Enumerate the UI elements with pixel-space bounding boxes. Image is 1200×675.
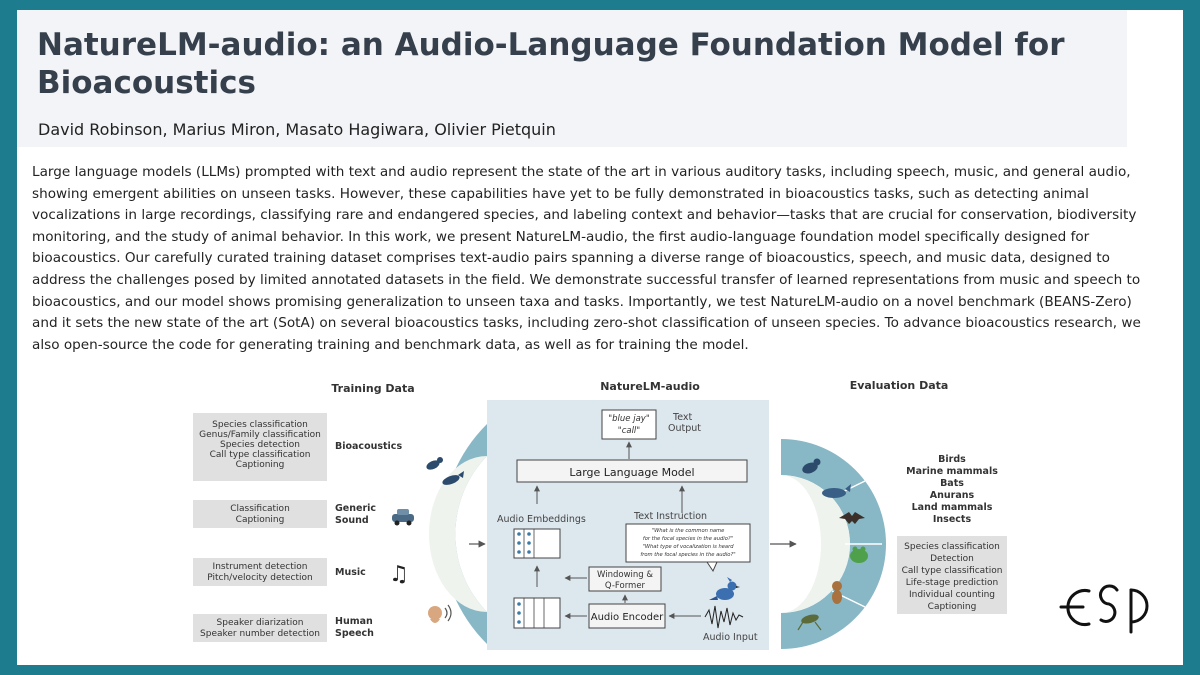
- music-note-icon: ♫: [389, 562, 409, 587]
- evaluation-heading: Evaluation Data: [850, 379, 949, 392]
- text-output-label: Output: [668, 423, 701, 434]
- slide-card: NatureLM-audio: an Audio-Language Founda…: [17, 10, 1183, 665]
- training-category-label: Sound: [335, 515, 369, 526]
- training-bio-task-box: [193, 413, 327, 481]
- eval-task-text: Detection: [930, 554, 974, 564]
- windowing-box: [588, 566, 662, 592]
- training-task-text: Species detection: [220, 440, 300, 450]
- windowing-label: Windowing &: [597, 570, 653, 580]
- eval-taxon: Bats: [940, 478, 964, 489]
- training-category-label: Human: [335, 616, 373, 627]
- instruction-quote: for the focal species in the audio?": [643, 536, 733, 542]
- eval-taxon: Insects: [933, 514, 972, 525]
- output-bubble: [601, 409, 657, 440]
- grasshopper-icon: [797, 614, 822, 631]
- eval-task-text: Captioning: [928, 602, 977, 612]
- paper-title: NatureLM-audio: an Audio-Language Founda…: [37, 27, 1065, 101]
- eval-taxon: Land mammals: [912, 502, 993, 513]
- esp-logo-icon: [1059, 584, 1149, 634]
- eval-task-text: Life-stage prediction: [906, 578, 998, 588]
- training-task-text: Genus/Family classification: [199, 430, 321, 440]
- training-ring-hub: [429, 456, 487, 612]
- bird-and-whale-icon: [426, 457, 464, 485]
- training-task-text: Captioning: [236, 515, 285, 525]
- training-speech-task-box: [193, 614, 327, 642]
- llm-box: [516, 459, 748, 483]
- training-task-text: Classification: [230, 504, 290, 514]
- audio-input-label: Audio Input: [703, 632, 758, 643]
- svg-text:♫: ♫: [389, 562, 409, 587]
- training-task-text: Captioning: [236, 460, 285, 470]
- eval-taxon: Marine mammals: [906, 466, 998, 477]
- audio-embeddings-block: [513, 528, 561, 559]
- evaluation-ring: [781, 439, 886, 649]
- bat-icon: [839, 512, 865, 524]
- instruction-quote: from the focal species in the audio?": [640, 552, 735, 558]
- car-icon: [392, 509, 414, 526]
- instruction-quote: "What type of vocalization is heard: [642, 544, 734, 550]
- training-task-text: Speaker diarization: [217, 618, 304, 628]
- text-output-label: Text: [672, 412, 692, 423]
- training-category-label: Bioacoustics: [335, 441, 402, 452]
- eval-task-box: [897, 536, 1007, 614]
- training-category-label: Music: [335, 567, 366, 578]
- llm-label: Large Language Model: [569, 466, 694, 479]
- speaking-head-icon: [428, 604, 452, 623]
- bird-icon: [802, 458, 821, 474]
- blue-jay-icon: [709, 577, 740, 600]
- training-music-task-box: [193, 558, 327, 586]
- output-quote: "call": [618, 426, 641, 436]
- training-sound-task-box: [193, 500, 327, 528]
- architecture-figure: Training Data Species classification Gen…: [193, 379, 1149, 650]
- audio-encoder-label: Audio Encoder: [591, 612, 664, 623]
- model-heading: NatureLM-audio: [600, 380, 700, 393]
- output-quote: "blue jay": [608, 414, 650, 424]
- monkey-icon: [832, 581, 842, 604]
- instruction-bubble: [625, 523, 751, 563]
- whale-icon: [822, 484, 851, 498]
- training-category-label: Speech: [335, 628, 374, 639]
- windowing-label: Q-Former: [605, 581, 646, 591]
- title-band: [17, 10, 1127, 147]
- text-instruction-label: Text Instruction: [633, 511, 707, 522]
- eval-task-text: Species classification: [904, 542, 1000, 552]
- paper-abstract: Large language models (LLMs) prompted wi…: [32, 164, 1141, 353]
- training-heading: Training Data: [331, 382, 414, 395]
- instruction-quote: "What is the common name: [652, 528, 725, 534]
- frog-icon: [850, 546, 868, 563]
- training-category-label: Generic: [335, 503, 376, 514]
- training-task-text: Call type classification: [210, 450, 311, 460]
- audio-embeddings-label: Audio Embeddings: [497, 514, 586, 525]
- evaluation-ring-hub: [781, 475, 850, 613]
- audio-encoder-box: [588, 603, 666, 629]
- eval-taxon: Birds: [938, 454, 966, 465]
- training-task-text: Instrument detection: [213, 562, 308, 572]
- training-task-text: Speaker number detection: [200, 629, 320, 639]
- eval-task-text: Call type classification: [902, 566, 1003, 576]
- training-task-text: Species classification: [212, 420, 308, 430]
- waveform-icon: [704, 605, 744, 629]
- training-task-text: Pitch/velocity detection: [207, 573, 312, 583]
- paper-authors: David Robinson, Marius Miron, Masato Hag…: [38, 120, 556, 139]
- eval-task-text: Individual counting: [909, 590, 995, 600]
- eval-taxon: Anurans: [930, 490, 975, 501]
- encoded-audio-block: [513, 597, 561, 629]
